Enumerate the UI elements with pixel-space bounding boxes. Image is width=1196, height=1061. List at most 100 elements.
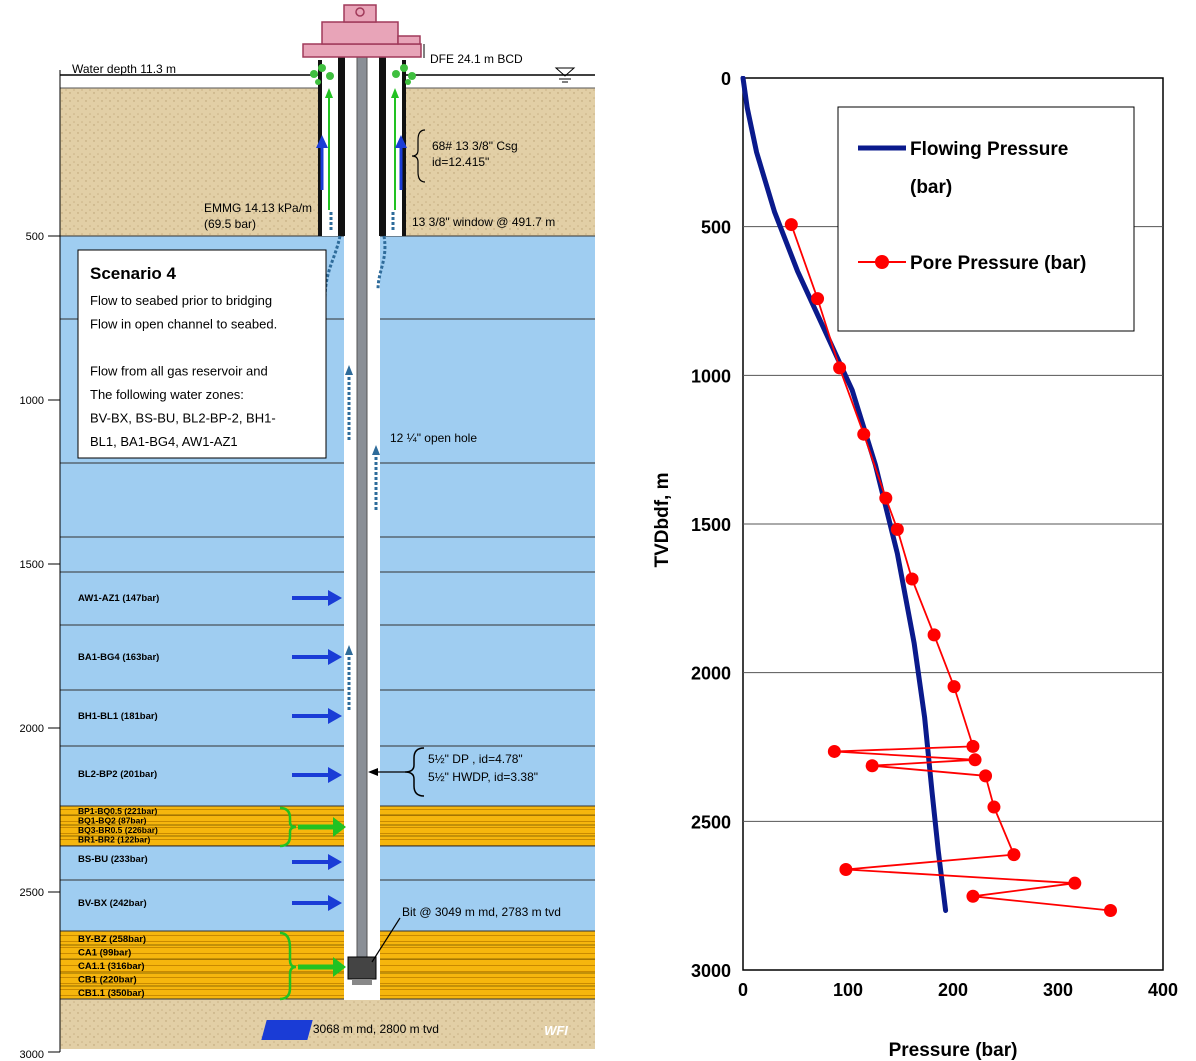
depth-tick-1000: 1000 [20, 395, 44, 407]
grid-lines [743, 226, 1163, 822]
inflow-arrowhead [328, 895, 342, 911]
zone-label: BL2-BP2 (201bar) [78, 769, 157, 780]
casing-label-2: id=12.415" [432, 155, 489, 169]
data-point [947, 680, 961, 694]
scenario-line: Flow to seabed prior to bridging [90, 293, 272, 308]
logo-badge [261, 1020, 313, 1040]
deep-sediment [60, 999, 595, 1049]
data-point [966, 739, 980, 753]
open-hole-gas-flow [323, 210, 395, 710]
data-point [865, 759, 879, 773]
y-tick-label: 0 [721, 69, 731, 89]
y-tick-label: 2000 [691, 664, 731, 684]
chart-title: Scenario 4 [885, 59, 966, 76]
wellbore-diagram: 500 1000 1500 2000 2500 3000 [20, 4, 595, 1061]
casing-right-wall [379, 55, 386, 236]
bit-pointer [371, 917, 401, 963]
inflow-arrowhead [328, 854, 342, 870]
gas-zone-label: BQ1-BQ2 (87bar) [78, 816, 147, 826]
zone-label: BH1-BL1 (181bar) [78, 711, 158, 722]
data-point [927, 628, 941, 642]
data-point [1068, 876, 1082, 890]
gas-arrowhead-lower [333, 957, 346, 977]
window-label: 13 3/8" window @ 491.7 m [412, 215, 555, 229]
zone-label: BA1-BG4 (163bar) [78, 652, 159, 663]
x-tick-label: 300 [1043, 980, 1073, 1000]
gas-zone-label: CB1 (220bar) [78, 975, 137, 986]
data-point [811, 292, 825, 306]
logo-text: WFI [544, 1023, 568, 1038]
data-point [833, 361, 847, 375]
sea-level-symbol [554, 67, 576, 83]
x-tick-label: 100 [833, 980, 863, 1000]
inflow-arrowhead [328, 649, 342, 665]
zone-label: BS-BU (233bar) [78, 854, 148, 865]
plot-area [742, 77, 1164, 971]
legend: Flowing Pressure (bar) Pore Pressure (ba… [837, 106, 1135, 332]
data-point [827, 744, 841, 758]
legend-pore-marker [875, 255, 889, 269]
scenario-line: Flow in open channel to seabed. [90, 317, 277, 332]
x-axis-label: Pressure (bar) [889, 1040, 1018, 1061]
gas-zone-label: CA1.1 (316bar) [78, 961, 145, 972]
series-line [740, 75, 949, 913]
y-tick-label: 1000 [691, 366, 731, 386]
emmg-label-1: EMMG 14.13 kPa/m [204, 201, 312, 215]
y-tick-label: 1500 [691, 515, 731, 535]
emmg-label-2: (69.5 bar) [204, 217, 256, 231]
data-point [905, 572, 919, 586]
drilling-platform [302, 4, 422, 58]
scenario-box [77, 249, 327, 459]
y-tick-label: 500 [701, 218, 731, 238]
bit-label: Bit @ 3049 m md, 2783 m tvd [402, 905, 561, 919]
scenario-line: BL1, BA1-BG4, AW1-AZ1 [90, 434, 238, 449]
x-tick-label: 200 [938, 980, 968, 1000]
scenario-line: BV-BX, BS-BU, BL2-BP-2, BH1- [90, 411, 276, 426]
data-point [987, 800, 1001, 814]
scenario-title: Scenario 4 [90, 264, 177, 283]
dp-label-1: 5½" DP , id=4.78" [428, 752, 523, 766]
gas-zone-label: BR1-BR2 (122bar) [78, 835, 150, 845]
dp-label-2: 5½" HWDP, id=3.38" [428, 770, 538, 784]
casing-label-1: 68# 13 3/8" Csg [432, 139, 518, 153]
zone-boundaries [60, 318, 595, 747]
x-tick-label: 0 [738, 980, 748, 1000]
zone-labels: AW1-AZ1 (147bar) BA1-BG4 (163bar) BH1-BL1 … [78, 593, 159, 999]
data-point [1104, 904, 1117, 918]
scenario-line: Flow from all gas reservoir and [90, 364, 268, 379]
data-point [857, 427, 871, 441]
inflow-arrowhead [328, 708, 342, 724]
scenario-line: The following water zones: [90, 387, 244, 402]
zone-label: AW1-AZ1 (147bar) [78, 593, 159, 604]
series-line [790, 223, 1112, 912]
annulus-flow-arrows [316, 88, 407, 210]
legend-flowing-label-1: Flowing Pressure [910, 139, 1068, 160]
data-point [784, 218, 798, 232]
data-point [966, 889, 980, 903]
drill-bit [347, 956, 377, 980]
data-point [979, 769, 993, 783]
inflow-arrowhead [328, 590, 342, 606]
seabed-cuttings [310, 64, 416, 85]
inflow-arrowhead [328, 767, 342, 783]
data-point [968, 753, 982, 767]
open-hole-label: 12 ¼" open hole [390, 431, 477, 445]
data-point [890, 522, 904, 536]
gas-zone-label: CB1.1 (350bar) [78, 988, 145, 999]
inflow-arrows [292, 590, 342, 911]
dfe-label: DFE 24.1 m BCD [430, 52, 523, 66]
gas-zone-label: BQ3-BR0.5 (226bar) [78, 825, 158, 835]
depth-tick-500: 500 [26, 231, 44, 243]
gas-zone-label: BY-BZ (258bar) [78, 934, 146, 945]
depth-tick-1500: 1500 [20, 559, 44, 571]
water-zone-bv-bx [60, 880, 595, 931]
legend-pore-label: Pore Pressure (bar) [910, 253, 1086, 274]
y-axis-label: TVDbdf, m [652, 473, 673, 568]
casing-left-wall [338, 55, 345, 236]
td-label: TD @ 3068 m md, 2800 m tvd [278, 1022, 439, 1036]
gas-arrowhead-upper [333, 817, 346, 837]
data-point [839, 863, 853, 877]
depth-tick-2000: 2000 [20, 723, 44, 735]
gas-zone-label: BP1-BQ0.5 (221bar) [78, 806, 158, 816]
